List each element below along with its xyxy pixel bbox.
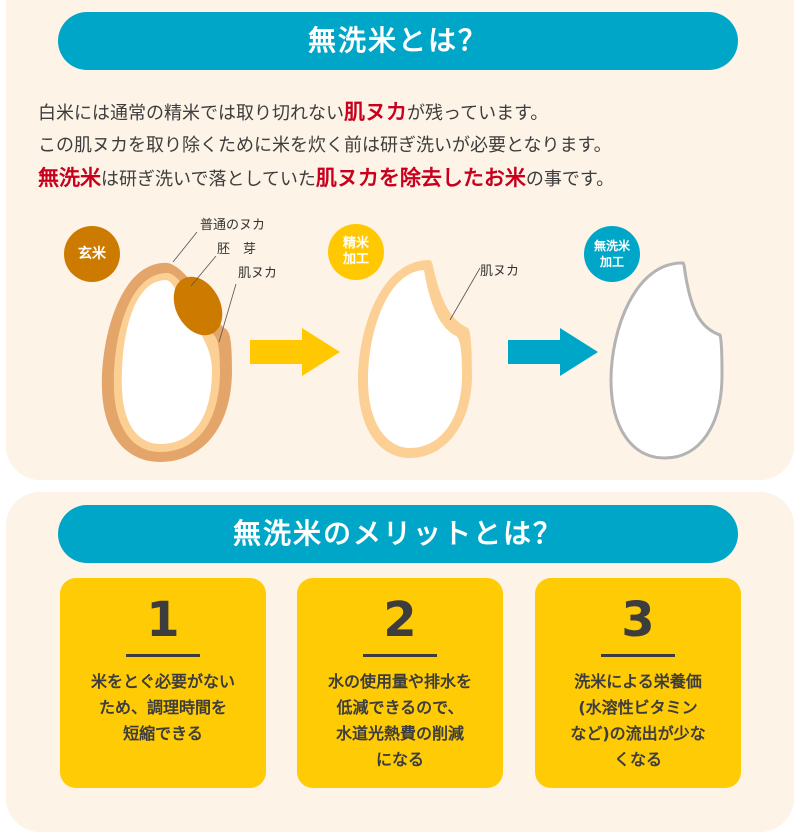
merit-card-2: 2 水の使用量や排水を 低減できるので、 水道光熱費の削減 になる bbox=[297, 578, 503, 788]
badge-polishing: 精米 加工 bbox=[328, 224, 384, 280]
merit-text: 洗米による栄養価 (水溶性ビタミン など)の流出が少な くなる bbox=[535, 669, 741, 773]
highlight-skin-bran: 肌ヌカ bbox=[344, 100, 407, 124]
musenmai-rice-grain-icon bbox=[609, 261, 724, 460]
rice-process-diagram: 玄米 普通のヌカ 胚 芽 肌ヌカ 精米 加工 肌ヌカ 無洗米 加工 bbox=[0, 200, 800, 480]
merit-number: 1 bbox=[146, 592, 180, 648]
merit-number: 3 bbox=[621, 592, 655, 648]
intro-line-3: 無洗米は研ぎ洗いで落としていた肌ヌカを除去したお米の事です。 bbox=[38, 162, 778, 196]
intro-text-segment: が残っています。 bbox=[407, 103, 549, 124]
intro-line-2: この肌ヌカを取り除くために米を炊く前は研ぎ洗いが必要となります。 bbox=[38, 135, 612, 156]
badge-musenmai: 無洗米 加工 bbox=[584, 226, 640, 282]
intro-text-segment: の事です。 bbox=[525, 169, 615, 190]
merit-text-line: 水の使用量や排水を bbox=[327, 672, 472, 691]
badge-polishing-line2: 加工 bbox=[342, 252, 369, 267]
arrow-right-yellow-icon bbox=[250, 328, 340, 376]
merit-text-line: 洗米による栄養価 bbox=[574, 672, 702, 691]
divider bbox=[363, 654, 437, 657]
badge-polishing-line1: 精米 bbox=[342, 236, 369, 251]
merit-text: 米をとぐ必要がない ため、調理時間を 短縮できる bbox=[60, 669, 266, 747]
badge-brown-rice: 玄米 bbox=[64, 226, 120, 282]
merit-text-line: (水溶性ビタミン bbox=[578, 698, 698, 717]
divider bbox=[601, 654, 675, 657]
highlight-removed-bran: 肌ヌカを除去したお米 bbox=[315, 166, 526, 190]
merit-text-line: になる bbox=[375, 750, 424, 769]
badge-musenmai-line1: 無洗米 bbox=[593, 239, 630, 253]
merit-text-line: くなる bbox=[613, 750, 662, 769]
merit-text-line: 短縮できる bbox=[123, 724, 203, 743]
intro-text: 白米には通常の精米では取り切れない肌ヌカが残っています。 この肌ヌカを取り除くた… bbox=[38, 96, 778, 196]
label-regular-bran: 普通のヌカ bbox=[200, 218, 266, 233]
badge-brown-rice-label: 玄米 bbox=[78, 246, 106, 262]
merit-text-line: 米をとぐ必要がない bbox=[90, 672, 235, 691]
brown-rice-grain-icon bbox=[101, 231, 237, 462]
merit-text-line: など)の流出が少な bbox=[570, 724, 706, 743]
merit-text: 水の使用量や排水を 低減できるので、 水道光熱費の削減 になる bbox=[297, 669, 503, 773]
polished-rice-grain-icon bbox=[358, 260, 481, 458]
intro-text-segment: 白米には通常の精米では取り切れない bbox=[38, 103, 344, 124]
intro-text-segment: は研ぎ洗いで落としていた bbox=[101, 169, 316, 190]
arrow-right-blue-icon bbox=[508, 328, 598, 376]
label-skin-bran-1: 肌ヌカ bbox=[238, 266, 278, 281]
section-title-merits: 無洗米のメリットとは？ bbox=[58, 505, 738, 563]
merit-text-line: ため、調理時間を bbox=[98, 698, 227, 717]
highlight-musenmai: 無洗米 bbox=[38, 166, 101, 190]
intro-line-1: 白米には通常の精米では取り切れない肌ヌカが残っています。 bbox=[38, 96, 778, 130]
rice-grains-illustration bbox=[101, 231, 724, 462]
label-germ: 胚 芽 bbox=[217, 242, 257, 257]
merit-text-line: 低減できるので、 bbox=[336, 698, 464, 717]
section-title-what-is: 無洗米とは？ bbox=[58, 12, 738, 70]
badge-musenmai-line2: 加工 bbox=[599, 255, 624, 269]
merit-card-1: 1 米をとぐ必要がない ため、調理時間を 短縮できる bbox=[60, 578, 266, 788]
label-skin-bran-2: 肌ヌカ bbox=[480, 264, 520, 279]
merit-number: 2 bbox=[383, 592, 417, 648]
merit-text-line: 水道光熱費の削減 bbox=[335, 724, 464, 743]
merit-card-3: 3 洗米による栄養価 (水溶性ビタミン など)の流出が少な くなる bbox=[535, 578, 741, 788]
divider bbox=[126, 654, 200, 657]
